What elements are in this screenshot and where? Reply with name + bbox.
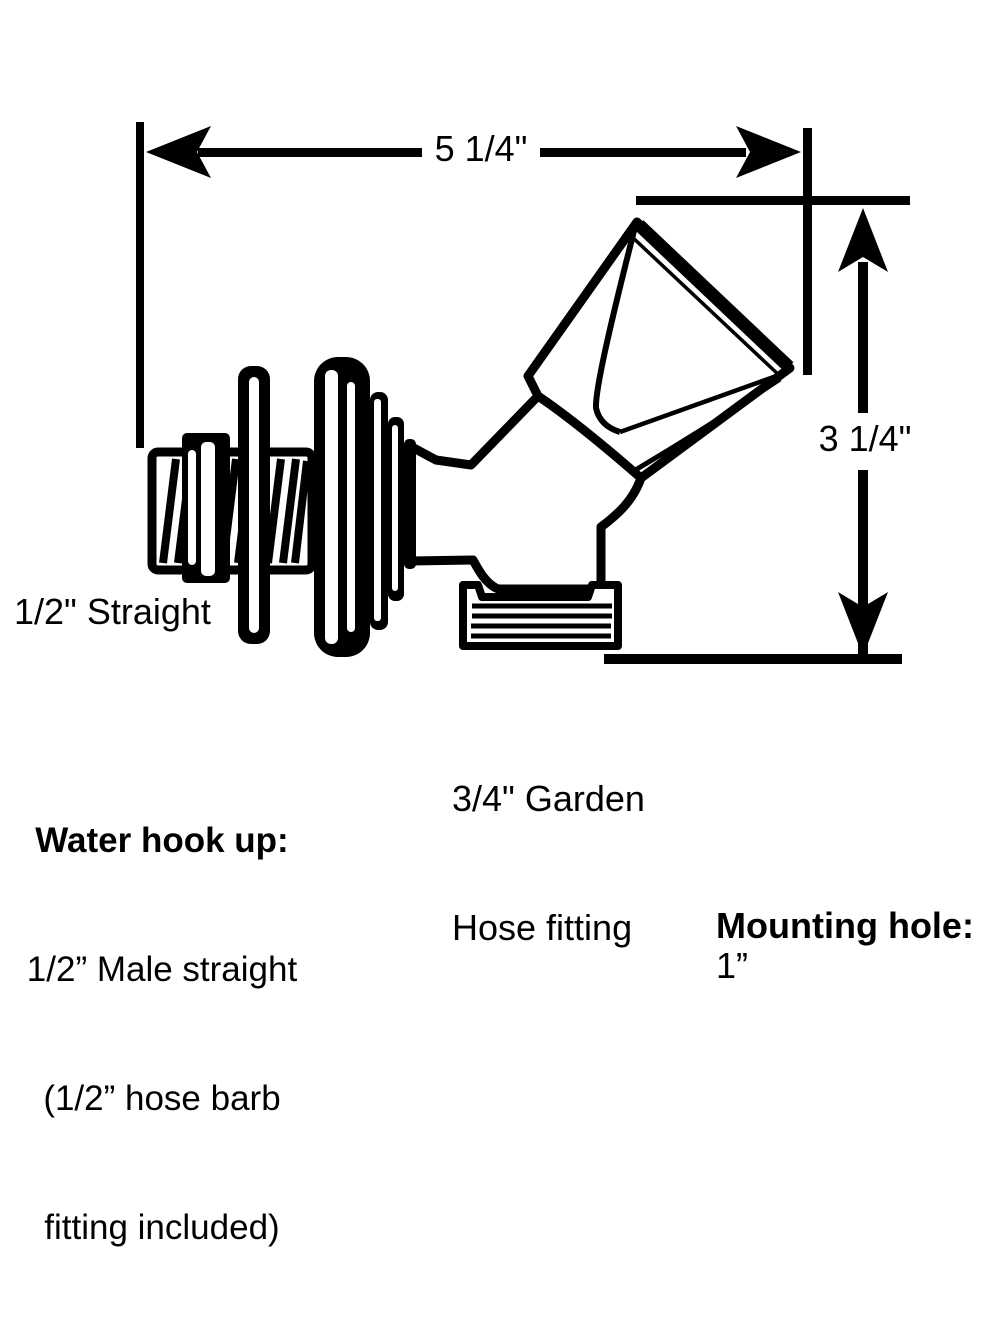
bell-flange-ring-4 [404,439,416,569]
water-hookup-note: Water hook up: 1/2” Male straight (1/2” … [16,733,308,1335]
hose-fitting-thread-ridges [471,603,612,639]
bell-flange-highlight-1 [325,370,338,644]
width-arrowhead-right [736,126,801,178]
height-dimension-label: 3 1/4" [818,418,912,459]
note-title: Water hook up: [35,821,289,860]
width-arrowhead-left [146,126,211,178]
inlet-size-label: 1/2" Straight [14,591,211,632]
width-dimension-label: 5 1/4" [434,128,528,169]
hex-nut-highlight-1 [188,450,196,565]
handle-top-inner-line [628,233,783,379]
note-line2: (1/2” hose barb [43,1079,281,1118]
bell-flange-ring-2-highlight [374,399,381,621]
bell-flange-disc [314,357,370,657]
handle-top-edge-thick [634,220,794,372]
mounting-hole-note: Mounting hole: 1” [676,866,974,1026]
height-dimension-line-upper-segment [858,262,868,413]
hex-nut-highlight-2 [201,442,215,576]
height-arrowhead-up [838,208,888,272]
washer-flange-highlight [249,377,259,633]
height-arrowhead-down [838,592,888,656]
bell-flange [314,357,416,657]
width-dimension-line-left-segment [198,148,422,157]
outlet-label-line2: Hose fitting [452,907,633,948]
height-reference-line-bottom [604,654,902,664]
handle-base-near-edge [630,376,782,475]
mounting-hole-label: Mounting hole: [716,905,974,946]
bell-flange-ring-3-highlight [392,425,398,591]
height-reference-line-top [636,196,910,205]
note-line3: fitting included) [44,1208,280,1247]
height-dimension-line-lower-segment [858,470,868,655]
faucet-line-drawing [136,122,910,664]
faucet-dimension-diagram: 5 1/4" 3 1/4" 1/2" Straight 3/4" Garden … [14,122,974,1247]
handle-cone-front-edge [592,226,638,435]
outlet-size-label: 3/4" Garden Hose fitting [452,691,645,1035]
note-line1: 1/2” Male straight [26,950,298,989]
bell-flange-highlight-2 [347,382,355,632]
mounting-hole-value: 1” [716,945,749,986]
handle-surface-lines [592,220,794,475]
handle-base-far-edge [619,371,783,435]
width-dimension-line-right-segment [540,148,746,157]
outlet-label-line1: 3/4" Garden [452,778,645,819]
width-extension-line-right [803,128,812,375]
width-extension-line-left [136,122,144,448]
